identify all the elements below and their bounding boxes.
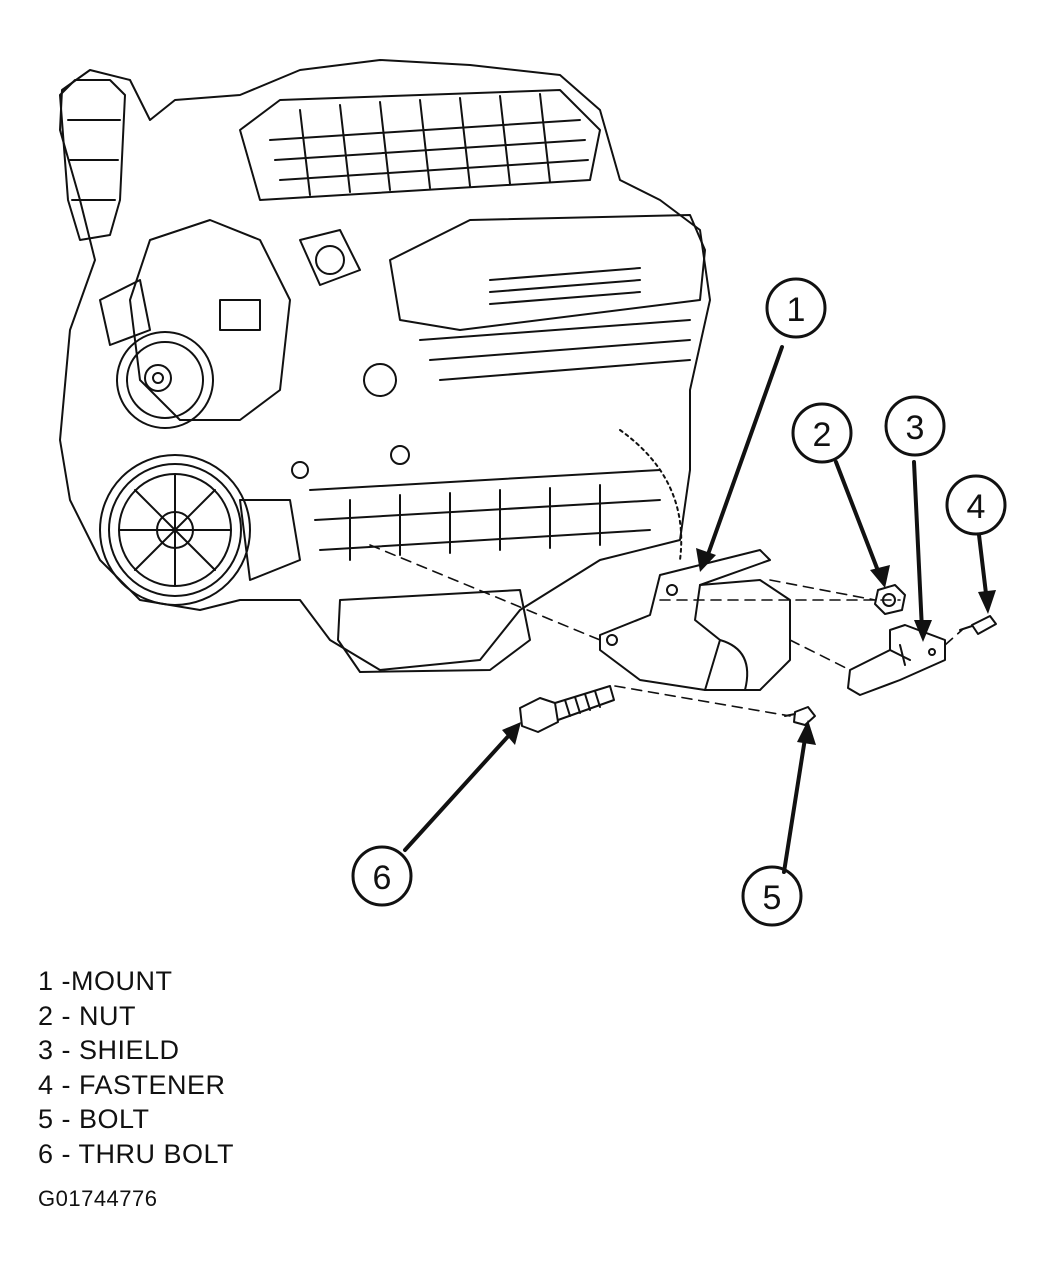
- legend-item-fastener: 4 - FASTENER: [38, 1069, 226, 1100]
- engine-illustration: [59, 59, 711, 673]
- arrowhead-1: [696, 548, 716, 572]
- parts-legend: 1 -MOUNT 2 - NUT 3 - SHIELD 4 - FASTENER…: [38, 964, 234, 1171]
- shield-part: [847, 624, 946, 696]
- callout-2-circle: [791, 402, 853, 464]
- legend-item-shield: 3 - SHIELD: [38, 1035, 180, 1065]
- legend-item-mount: 1 -MOUNT: [38, 966, 173, 996]
- legend-item-nut: 2 - NUT: [38, 1000, 136, 1031]
- arrowhead-6: [502, 722, 521, 745]
- arrow-3: [912, 460, 924, 632]
- callout-circles: [351, 277, 1007, 927]
- arrowhead-3: [914, 620, 932, 642]
- legend-item-bolt: 5 - BOLT: [38, 1104, 150, 1134]
- arrow-4: [977, 533, 989, 604]
- callout-3-circle: [884, 395, 946, 457]
- arrow-2: [834, 460, 882, 578]
- callout-4-label: 4: [967, 488, 986, 526]
- arrow-1: [704, 345, 784, 562]
- callout-1-circle: [765, 277, 827, 339]
- assembly-lines: [369, 544, 963, 717]
- callout-6-label: 6: [373, 859, 392, 897]
- arrow-5: [782, 730, 808, 874]
- callout-4-circle: [945, 474, 1007, 536]
- arrow-6: [403, 730, 514, 852]
- figure-id: G01744776: [38, 1186, 158, 1211]
- callout-2-label: 2: [813, 416, 832, 454]
- callout-5-label: 5: [763, 879, 782, 917]
- leader-arrows: [403, 345, 989, 874]
- arrowhead-5: [797, 720, 816, 745]
- callout-1-label: 1: [787, 291, 806, 329]
- arrowhead-2: [870, 565, 890, 588]
- legend-item-thru-bolt: 6 - THRU BOLT: [38, 1138, 235, 1169]
- engine-mount-diagram: 1 2 3 4 5 6: [59, 59, 1007, 927]
- fastener-part: [959, 615, 997, 635]
- mount-bracket: [599, 549, 791, 691]
- thru-bolt-part: [519, 685, 615, 733]
- callout-6-circle: [351, 845, 413, 907]
- arrowhead-4: [978, 590, 996, 614]
- callout-3-label: 3: [906, 409, 925, 447]
- callout-5-circle: [741, 865, 803, 927]
